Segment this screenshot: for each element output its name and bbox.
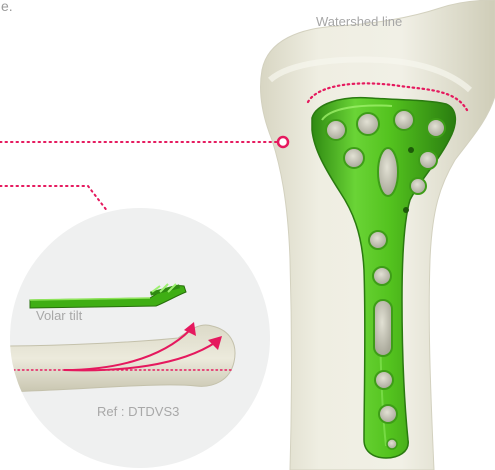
volar-tilt-label: Volar tilt [36,308,82,323]
top-fragment-text: e. [1,0,13,14]
watershed-line-label: Watershed line [316,14,402,29]
side-view-inset [0,208,270,468]
callout-dot-upper [278,137,288,147]
callout-line-lower [0,186,108,212]
reference-code-label: Ref : DTDVS3 [97,404,179,419]
